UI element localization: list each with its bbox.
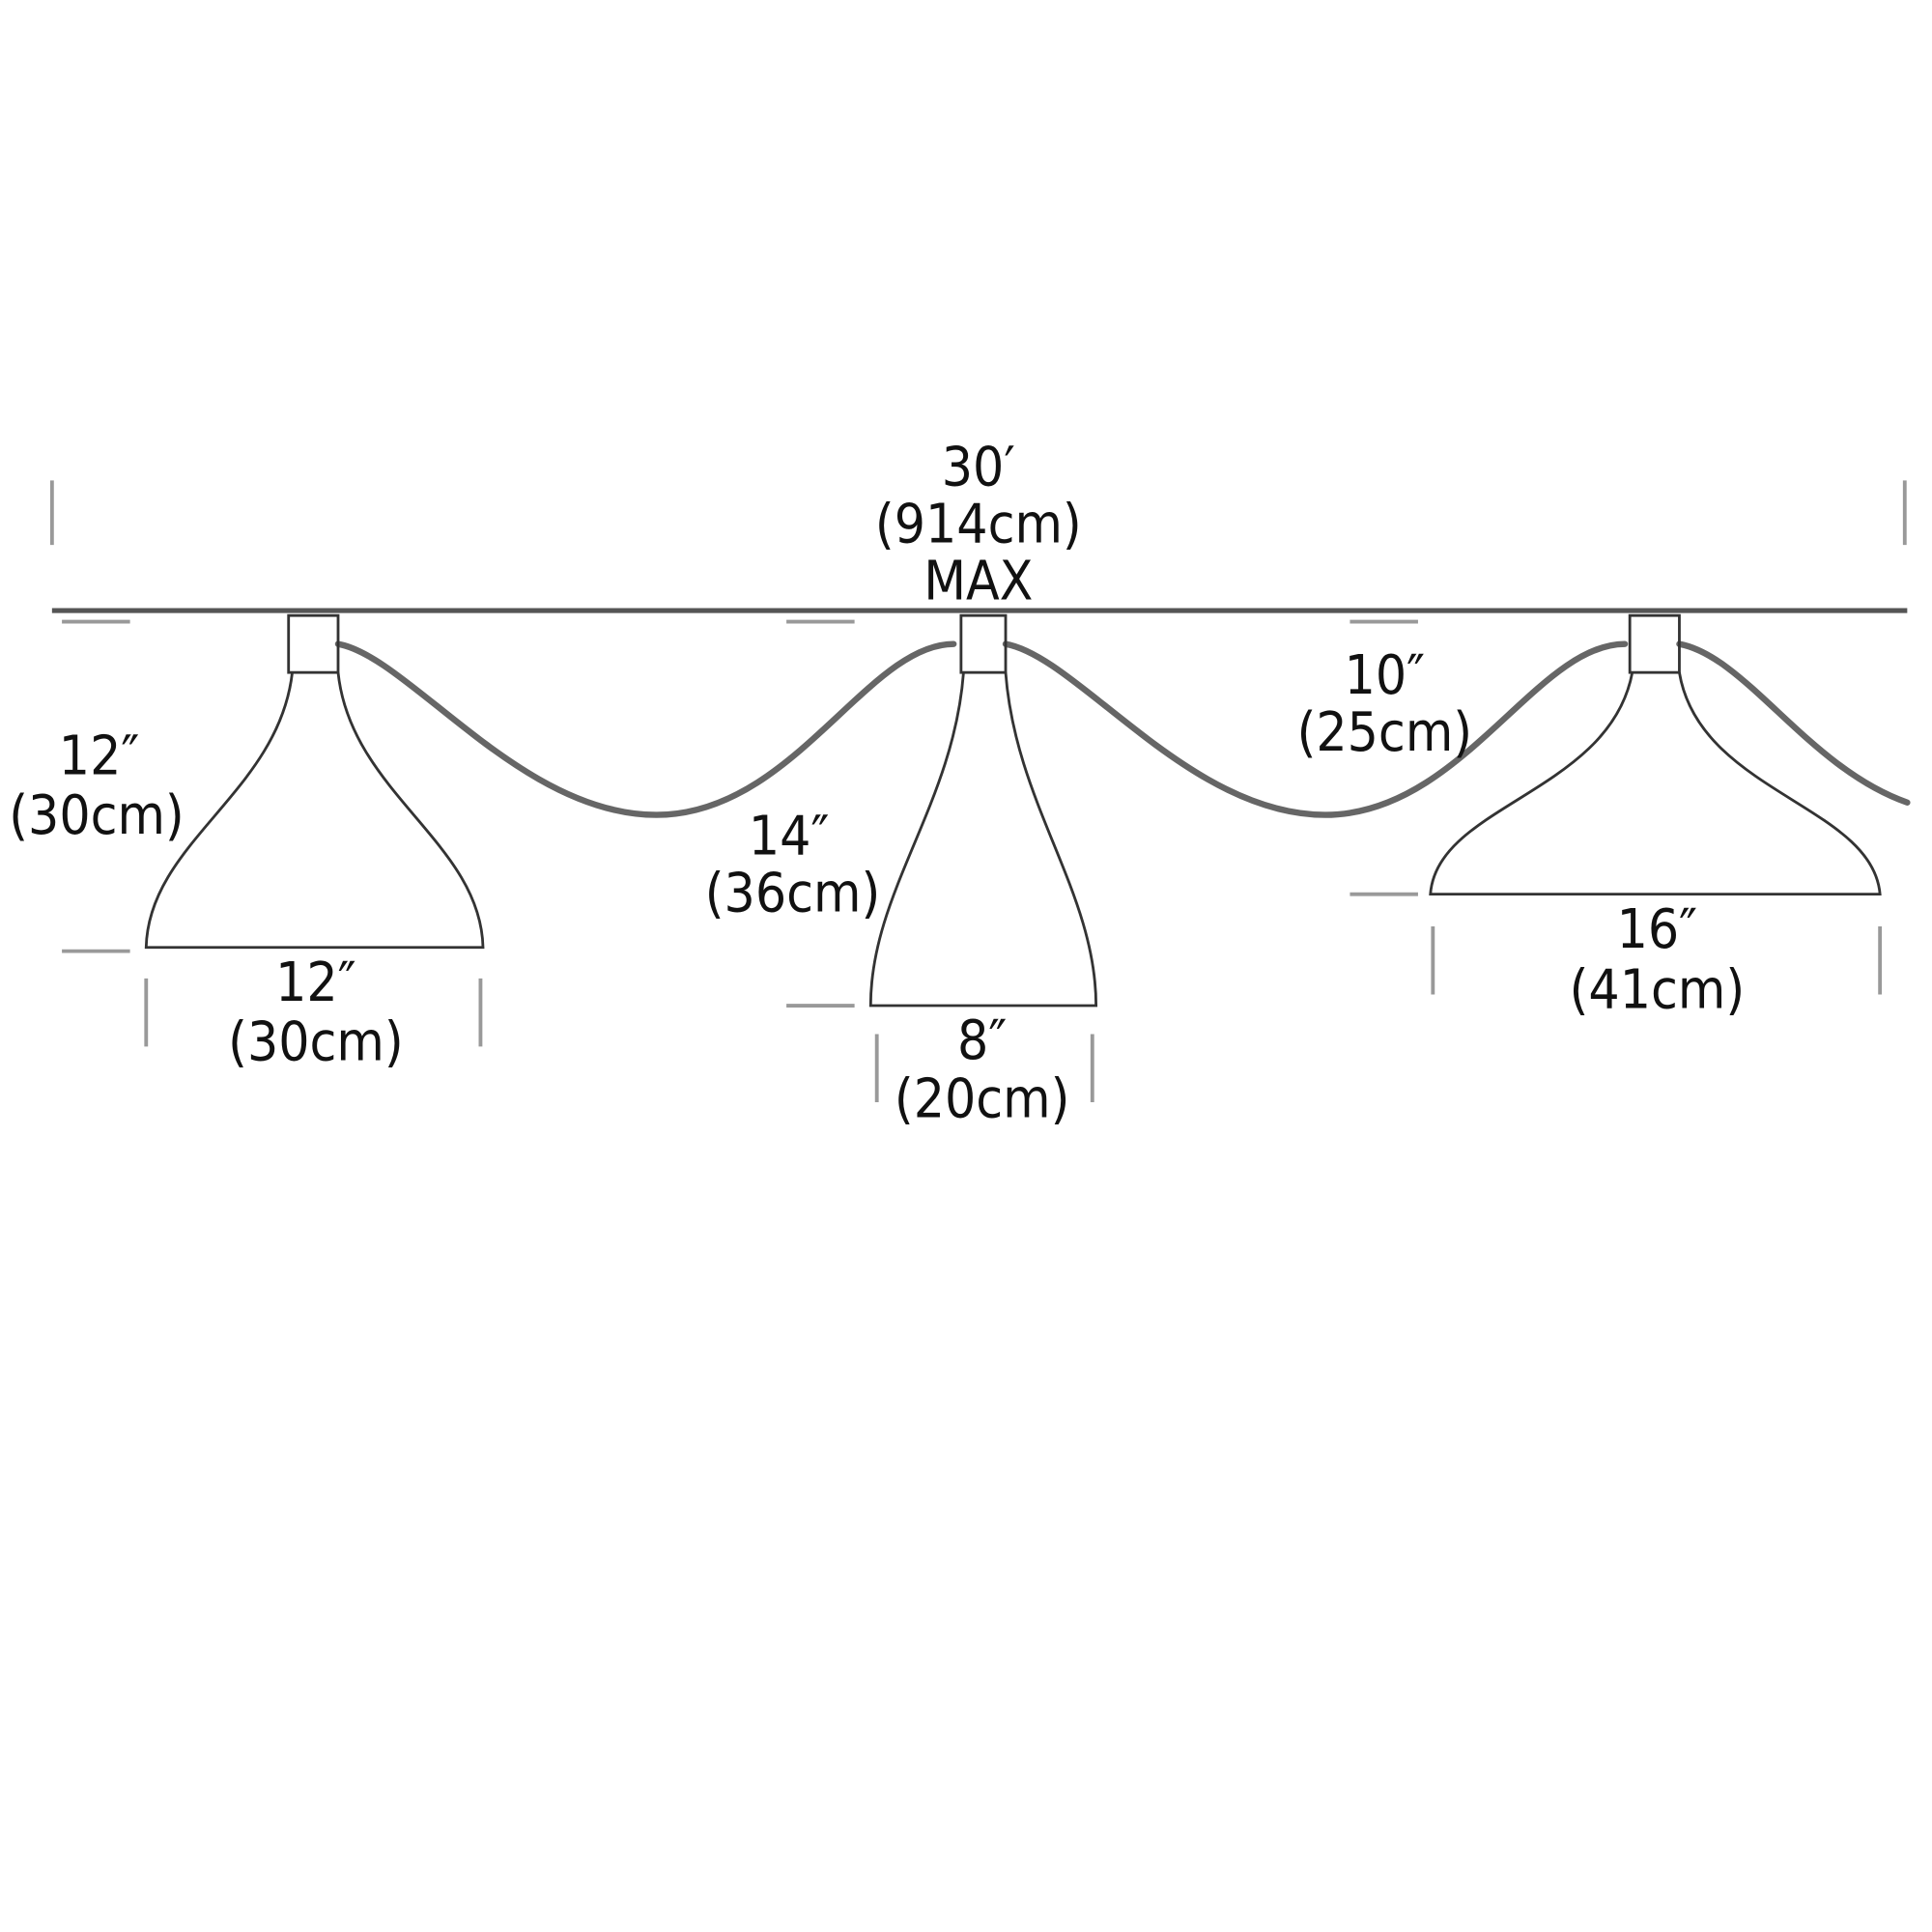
pendant-2-width-metric: (20cm) (895, 1067, 1070, 1130)
cable-segment (1676, 640, 1911, 806)
overall-length-metric: (914cm) (875, 494, 1082, 556)
pendant-3-width: 16″ (1617, 898, 1698, 961)
shade (1429, 671, 1882, 896)
pendant-2-width: 8″ (957, 1009, 1007, 1072)
canopy (959, 613, 1008, 674)
shade (868, 672, 1098, 1008)
pendant-1-width-metric: (30cm) (228, 1010, 404, 1073)
canopy (287, 613, 340, 674)
pendant-3-height-metric: (25cm) (1297, 701, 1473, 764)
pendant-3 (1350, 613, 1883, 995)
pendant-2-height-metric: (36cm) (705, 863, 881, 925)
shade (144, 671, 485, 950)
pendant-2-height: 14″ (749, 806, 830, 868)
canopy (1628, 613, 1681, 674)
cable-segment (1002, 640, 1629, 818)
pendant-1-height-metric: (30cm) (9, 784, 185, 847)
overall-note: MAX (923, 551, 1033, 613)
pendant-3-width-metric: (41cm) (1570, 959, 1746, 1022)
pendant-1-height: 12″ (59, 724, 140, 787)
pendant-3-height: 10″ (1345, 644, 1426, 707)
pendant-1-width: 12″ (275, 952, 356, 1014)
overall-length: 30′ (942, 437, 1015, 499)
pendant-1 (62, 613, 485, 1047)
pendant-2 (786, 613, 1098, 1103)
cable-segment (334, 640, 957, 818)
